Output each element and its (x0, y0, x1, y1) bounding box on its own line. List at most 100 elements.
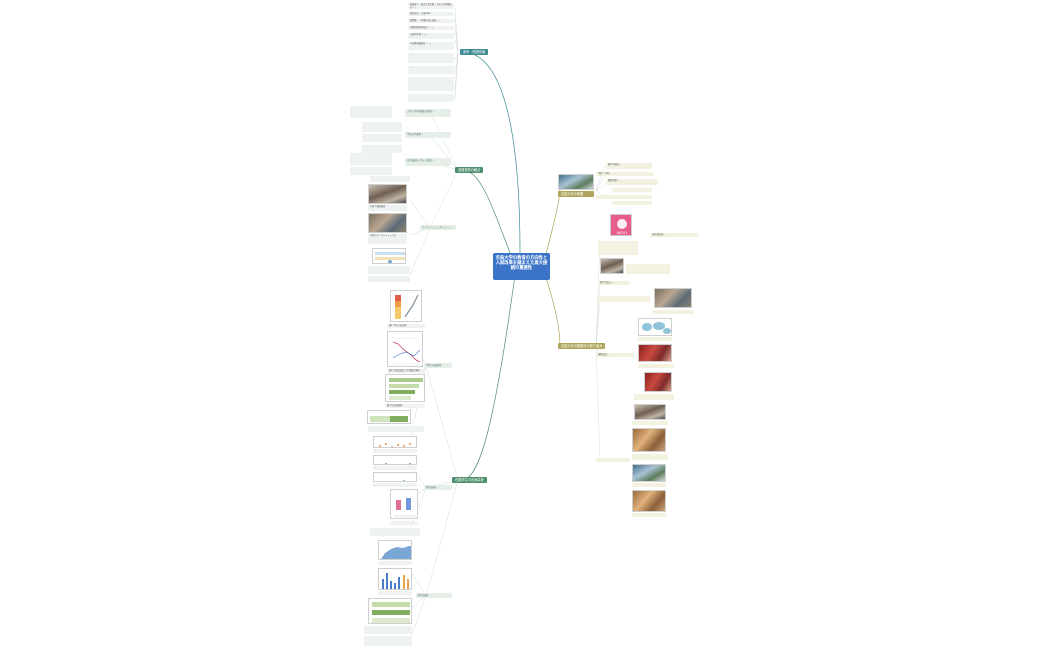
b2-sub-3[interactable]: 高大接続システム改革… (405, 158, 451, 166)
b2-sub-2[interactable]: 学力の3要素… (405, 132, 451, 138)
b5-photo-1[interactable] (600, 258, 624, 274)
b3-sub-1[interactable]: 学生の出身地… (424, 363, 452, 368)
b2-leaf-3[interactable] (362, 134, 402, 142)
b5-leaf-13[interactable] (596, 458, 630, 462)
branch-reference-info[interactable]: 参考・関連情報 (460, 49, 489, 55)
b5-leaf-6[interactable] (652, 310, 694, 314)
branch-career-choice[interactable]: 進路選択の観点 (455, 167, 484, 173)
b1-item-1[interactable]: 新城祐介・東京大学出版「大学入学者選抜の…」 (408, 3, 454, 9)
b1-item-7[interactable]: … (408, 53, 454, 63)
b1-item-5[interactable]: 文部科学省「…」 (408, 33, 454, 39)
b3-leaf-2[interactable] (373, 449, 417, 453)
b3-bar-table[interactable] (385, 374, 425, 402)
b3-caption-3: 図3 年度別推移 (385, 404, 425, 408)
b5-photo-2[interactable] (654, 288, 692, 308)
branch-university-overview[interactable]: 名桜大学の概要 (558, 191, 594, 197)
b3-leaf-4[interactable] (373, 483, 417, 487)
b4-leaf-6[interactable] (612, 201, 652, 205)
b5-leaf-2[interactable] (598, 241, 638, 255)
b2-diagram[interactable] (372, 248, 406, 264)
b3-dot-chart-1[interactable] (373, 436, 417, 448)
b5-leaf-14[interactable] (632, 483, 666, 487)
b4-campus-photo[interactable] (558, 174, 594, 190)
b3-area-chart[interactable] (378, 540, 412, 560)
b1-item-8[interactable]: … (408, 66, 454, 74)
b5-photo-5[interactable] (634, 404, 666, 420)
b1-item-9[interactable] (408, 77, 454, 91)
svg-text:MEIO: MEIO (617, 230, 627, 235)
b5-photo-3[interactable] (638, 344, 672, 362)
b2-caption-1: 写真1 講義風景 (368, 205, 407, 211)
b3-stacked-table[interactable] (368, 598, 412, 624)
branch-internationalization[interactable]: 名桜大学の国際化の取り組み (558, 343, 606, 349)
b5-photo-6[interactable] (632, 428, 666, 452)
b5-leaf-8[interactable]: 国際交流… (596, 353, 634, 357)
b3-caption-1: 図1 学生の出身地 (387, 324, 425, 328)
connector-b2 (461, 169, 516, 267)
b2-photo-lecture[interactable] (368, 184, 407, 204)
b4-leaf-3[interactable]: 教育目標… (606, 179, 658, 185)
b2-leaf-4[interactable] (362, 145, 402, 153)
b3-leaf-1[interactable] (368, 426, 424, 432)
b5-leaf-7[interactable] (638, 337, 672, 341)
b3-caption-2: 図2 出身高校別入学者数の推移 (387, 369, 425, 373)
b5-leaf-1[interactable]: 海外協定校… (650, 233, 698, 237)
b2-leaf-5[interactable] (350, 153, 392, 165)
b2-leaf-6[interactable] (350, 167, 392, 175)
b5-leaf-4[interactable]: 留学生受入… (598, 281, 630, 285)
b4-leaf-5[interactable] (596, 195, 652, 199)
b4-leaf-4[interactable] (612, 188, 652, 192)
connector-b5 (544, 274, 561, 347)
b2-sub-4[interactable]: アドミッションポリシー… (420, 225, 456, 230)
b5-logo: MEIO (610, 214, 632, 236)
b2-leaf-2[interactable] (362, 122, 402, 132)
b2-leaf-9[interactable] (368, 276, 410, 282)
b5-leaf-5[interactable] (598, 296, 650, 302)
b3-dot-chart-3[interactable] (373, 472, 417, 482)
b2-leaf-7[interactable] (370, 176, 410, 182)
b3-line-chart[interactable] (387, 331, 423, 367)
b4-leaf-1[interactable]: 建学の理念… (606, 163, 652, 169)
b3-leaf-9[interactable] (364, 626, 412, 634)
b3-sub-3[interactable]: 県外高校… (416, 593, 452, 598)
b3-leaf-7[interactable] (378, 561, 412, 565)
b2-leaf-8[interactable] (368, 266, 410, 274)
b5-leaf-3[interactable] (626, 264, 670, 274)
b1-item-10[interactable] (408, 94, 454, 102)
b5-leaf-12[interactable] (632, 454, 668, 460)
b3-dot-chart-2[interactable] (373, 455, 417, 465)
b3-leaf-3[interactable] (373, 466, 417, 470)
b5-leaf-15[interactable] (632, 513, 666, 517)
b5-world-map[interactable] (638, 318, 672, 336)
central-topic[interactable]: 名桜大学の教育の方向性と入試改革を踏まえた高大接続の重要性 (493, 253, 550, 280)
b3-map-japan[interactable] (390, 290, 422, 322)
b5-photo-4[interactable] (644, 372, 672, 392)
b3-leaf-10[interactable] (364, 636, 412, 646)
connector-b3 (461, 274, 516, 481)
b3-sub-2[interactable]: 県内高校… (424, 485, 452, 490)
b2-caption-2: 写真2 オープンキャンパス (368, 234, 407, 244)
b1-item-2[interactable]: 嶋田茂夫・平成26年… (408, 12, 454, 16)
b3-leaf-8[interactable] (378, 591, 412, 595)
b5-photo-7[interactable] (632, 464, 666, 482)
b1-item-6[interactable]: 中央教育審議会「…」 (408, 42, 454, 50)
b3-bar-chart[interactable] (378, 568, 412, 590)
branch-student-origin[interactable]: 在籍学生の出身高校 (452, 477, 487, 483)
b3-leaf-5[interactable] (390, 521, 418, 525)
b3-stacked-bar[interactable] (367, 410, 411, 424)
b5-photo-8[interactable] (632, 490, 666, 512)
b2-photo-open-campus[interactable] (368, 213, 407, 233)
b3-leaf-6[interactable] (370, 528, 420, 536)
b3-box-plot[interactable] (390, 489, 418, 519)
b4-leaf-2[interactable]: 学部・学科… (596, 172, 654, 176)
b2-sub-1[interactable]: 大学入学者選抜の改革… (405, 109, 451, 117)
connector-b1 (461, 51, 521, 254)
b5-leaf-9[interactable] (638, 364, 674, 368)
b1-item-4[interactable]: 沖縄県教育委員会「…」 (408, 26, 454, 30)
b5-leaf-11[interactable] (632, 421, 668, 425)
b2-leaf-1[interactable] (350, 106, 392, 118)
b1-item-3[interactable]: 城間隆一「沖縄の高大接続…」 (408, 19, 454, 23)
connector-b4 (544, 189, 561, 259)
b5-leaf-10[interactable] (634, 394, 674, 400)
